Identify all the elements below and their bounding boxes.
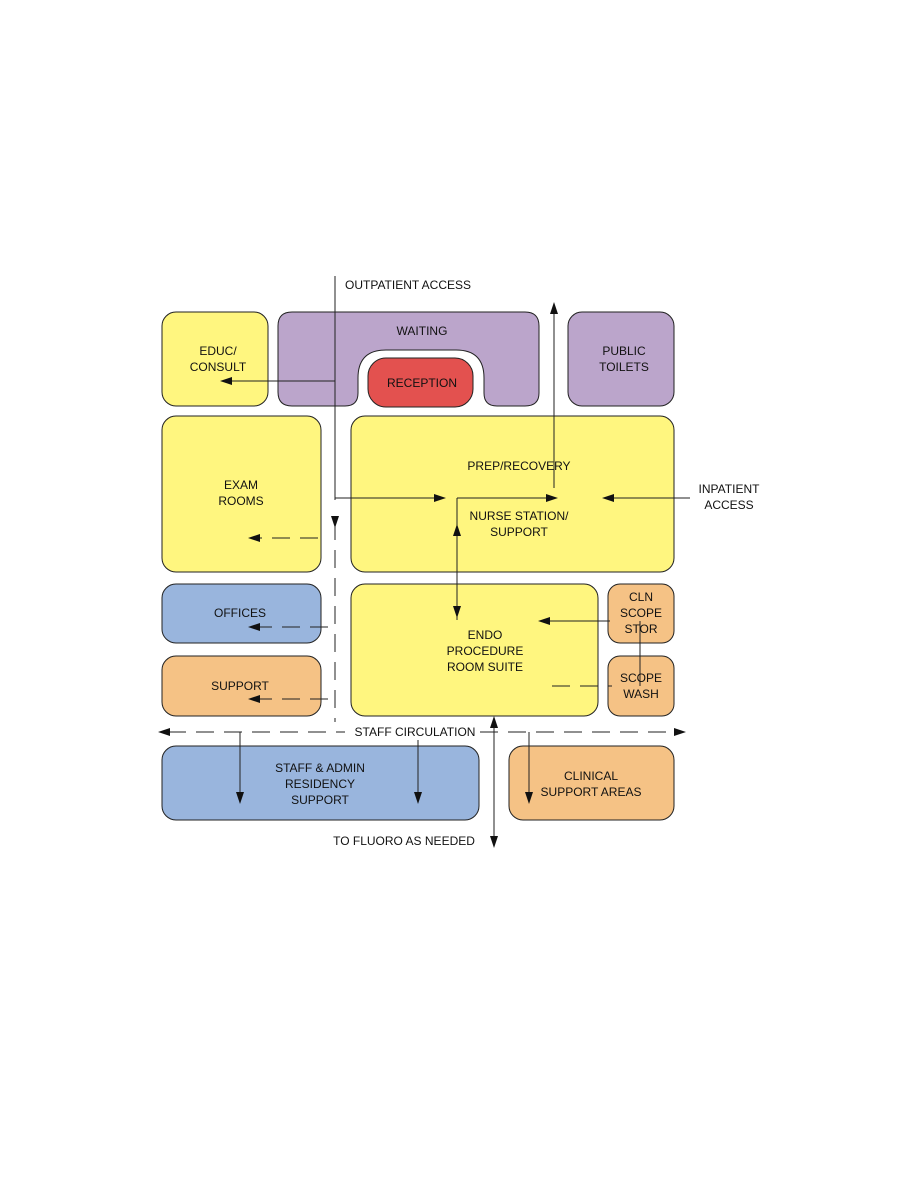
label-line: PREP/RECOVERY xyxy=(467,459,570,473)
label-line: WAITING xyxy=(397,324,448,338)
inpatient-access-label: INPATIENT ACCESS xyxy=(699,482,761,512)
waiting-label: WAITING xyxy=(397,324,448,338)
label-line: STAFF & ADMIN xyxy=(275,761,365,775)
label-line: ROOMS xyxy=(218,494,263,508)
scope-wash-room xyxy=(607,655,675,717)
label-line: NURSE STATION/ xyxy=(470,509,570,523)
dashed-circulation-lines xyxy=(168,522,676,733)
label-line: SUPPORT AREAS xyxy=(541,785,642,799)
label-line: WASH xyxy=(623,687,659,701)
support-block xyxy=(161,655,322,717)
outpatient-access-label: OUTPATIENT ACCESS xyxy=(345,278,471,292)
label-line: ENDO xyxy=(468,628,503,642)
cln-scope-stor-label: CLN SCOPE STOR xyxy=(620,590,662,636)
label-line: ACCESS xyxy=(704,498,753,512)
reception-desk xyxy=(367,357,474,408)
nurse-station-label: NURSE STATION/SUPPORT xyxy=(470,509,570,539)
label-line: EXAM xyxy=(224,478,258,492)
label-line: CLINICAL xyxy=(564,769,618,783)
label-line: SCOPE xyxy=(620,671,662,685)
staff-circulation-label: STAFF CIRCULATION xyxy=(355,725,476,739)
label-line: RECEPTION xyxy=(387,376,457,390)
arrowheads xyxy=(158,302,686,848)
educ-consult-label: EDUC/CONSULT xyxy=(190,344,247,374)
endo-suite-label: ENDO PROCEDURE ROOM SUITE xyxy=(447,628,524,674)
support-label: SUPPORT xyxy=(211,679,269,693)
label-line: OFFICES xyxy=(214,606,266,620)
exam-rooms-label: EXAM ROOMS xyxy=(218,478,263,508)
label-line: PUBLIC xyxy=(602,344,646,358)
waiting-area xyxy=(277,311,540,407)
label-line: RESIDENCY xyxy=(285,777,355,791)
exam-rooms-block xyxy=(161,415,322,573)
label-line: INPATIENT xyxy=(699,482,761,496)
reception-label: RECEPTION xyxy=(387,376,457,390)
prep-recovery-label: PREP/RECOVERY xyxy=(467,459,570,473)
clinical-support-block xyxy=(508,745,675,821)
public-toilets-label: PUBLIC TOILETS xyxy=(599,344,649,374)
label-line: CLN xyxy=(629,590,653,604)
label-line: CONSULT xyxy=(190,360,247,374)
scope-wash-label: SCOPE WASH xyxy=(620,671,662,701)
to-fluoro-label: TO FLUORO AS NEEDED xyxy=(333,834,475,848)
clean-scope-storage xyxy=(607,583,675,644)
offices-block xyxy=(161,583,322,644)
clinical-support-label: CLINICAL SUPPORT AREAS xyxy=(541,769,642,799)
staff-circulation-label-bg xyxy=(350,724,478,740)
staff-admin-block xyxy=(161,745,480,821)
flow-lines xyxy=(225,276,690,840)
educ-consult-room xyxy=(161,311,269,407)
label-line: SCOPE xyxy=(620,606,662,620)
offices-label: OFFICES xyxy=(214,606,266,620)
label-line: PROCEDURE xyxy=(447,644,524,658)
staff-admin-label: STAFF & ADMIN RESIDENCY SUPPORT xyxy=(275,761,365,807)
label-line: ROOM SUITE xyxy=(447,660,523,674)
label-line: STOR xyxy=(624,622,657,636)
public-toilets-room xyxy=(567,311,675,407)
endo-procedure-suite xyxy=(350,583,599,717)
prep-recovery-block xyxy=(350,415,675,573)
label-line: EDUC/ xyxy=(199,344,237,358)
label-line: SUPPORT xyxy=(490,525,548,539)
label-line: TOILETS xyxy=(599,360,649,374)
label-line: SUPPORT xyxy=(211,679,269,693)
label-line: SUPPORT xyxy=(291,793,349,807)
